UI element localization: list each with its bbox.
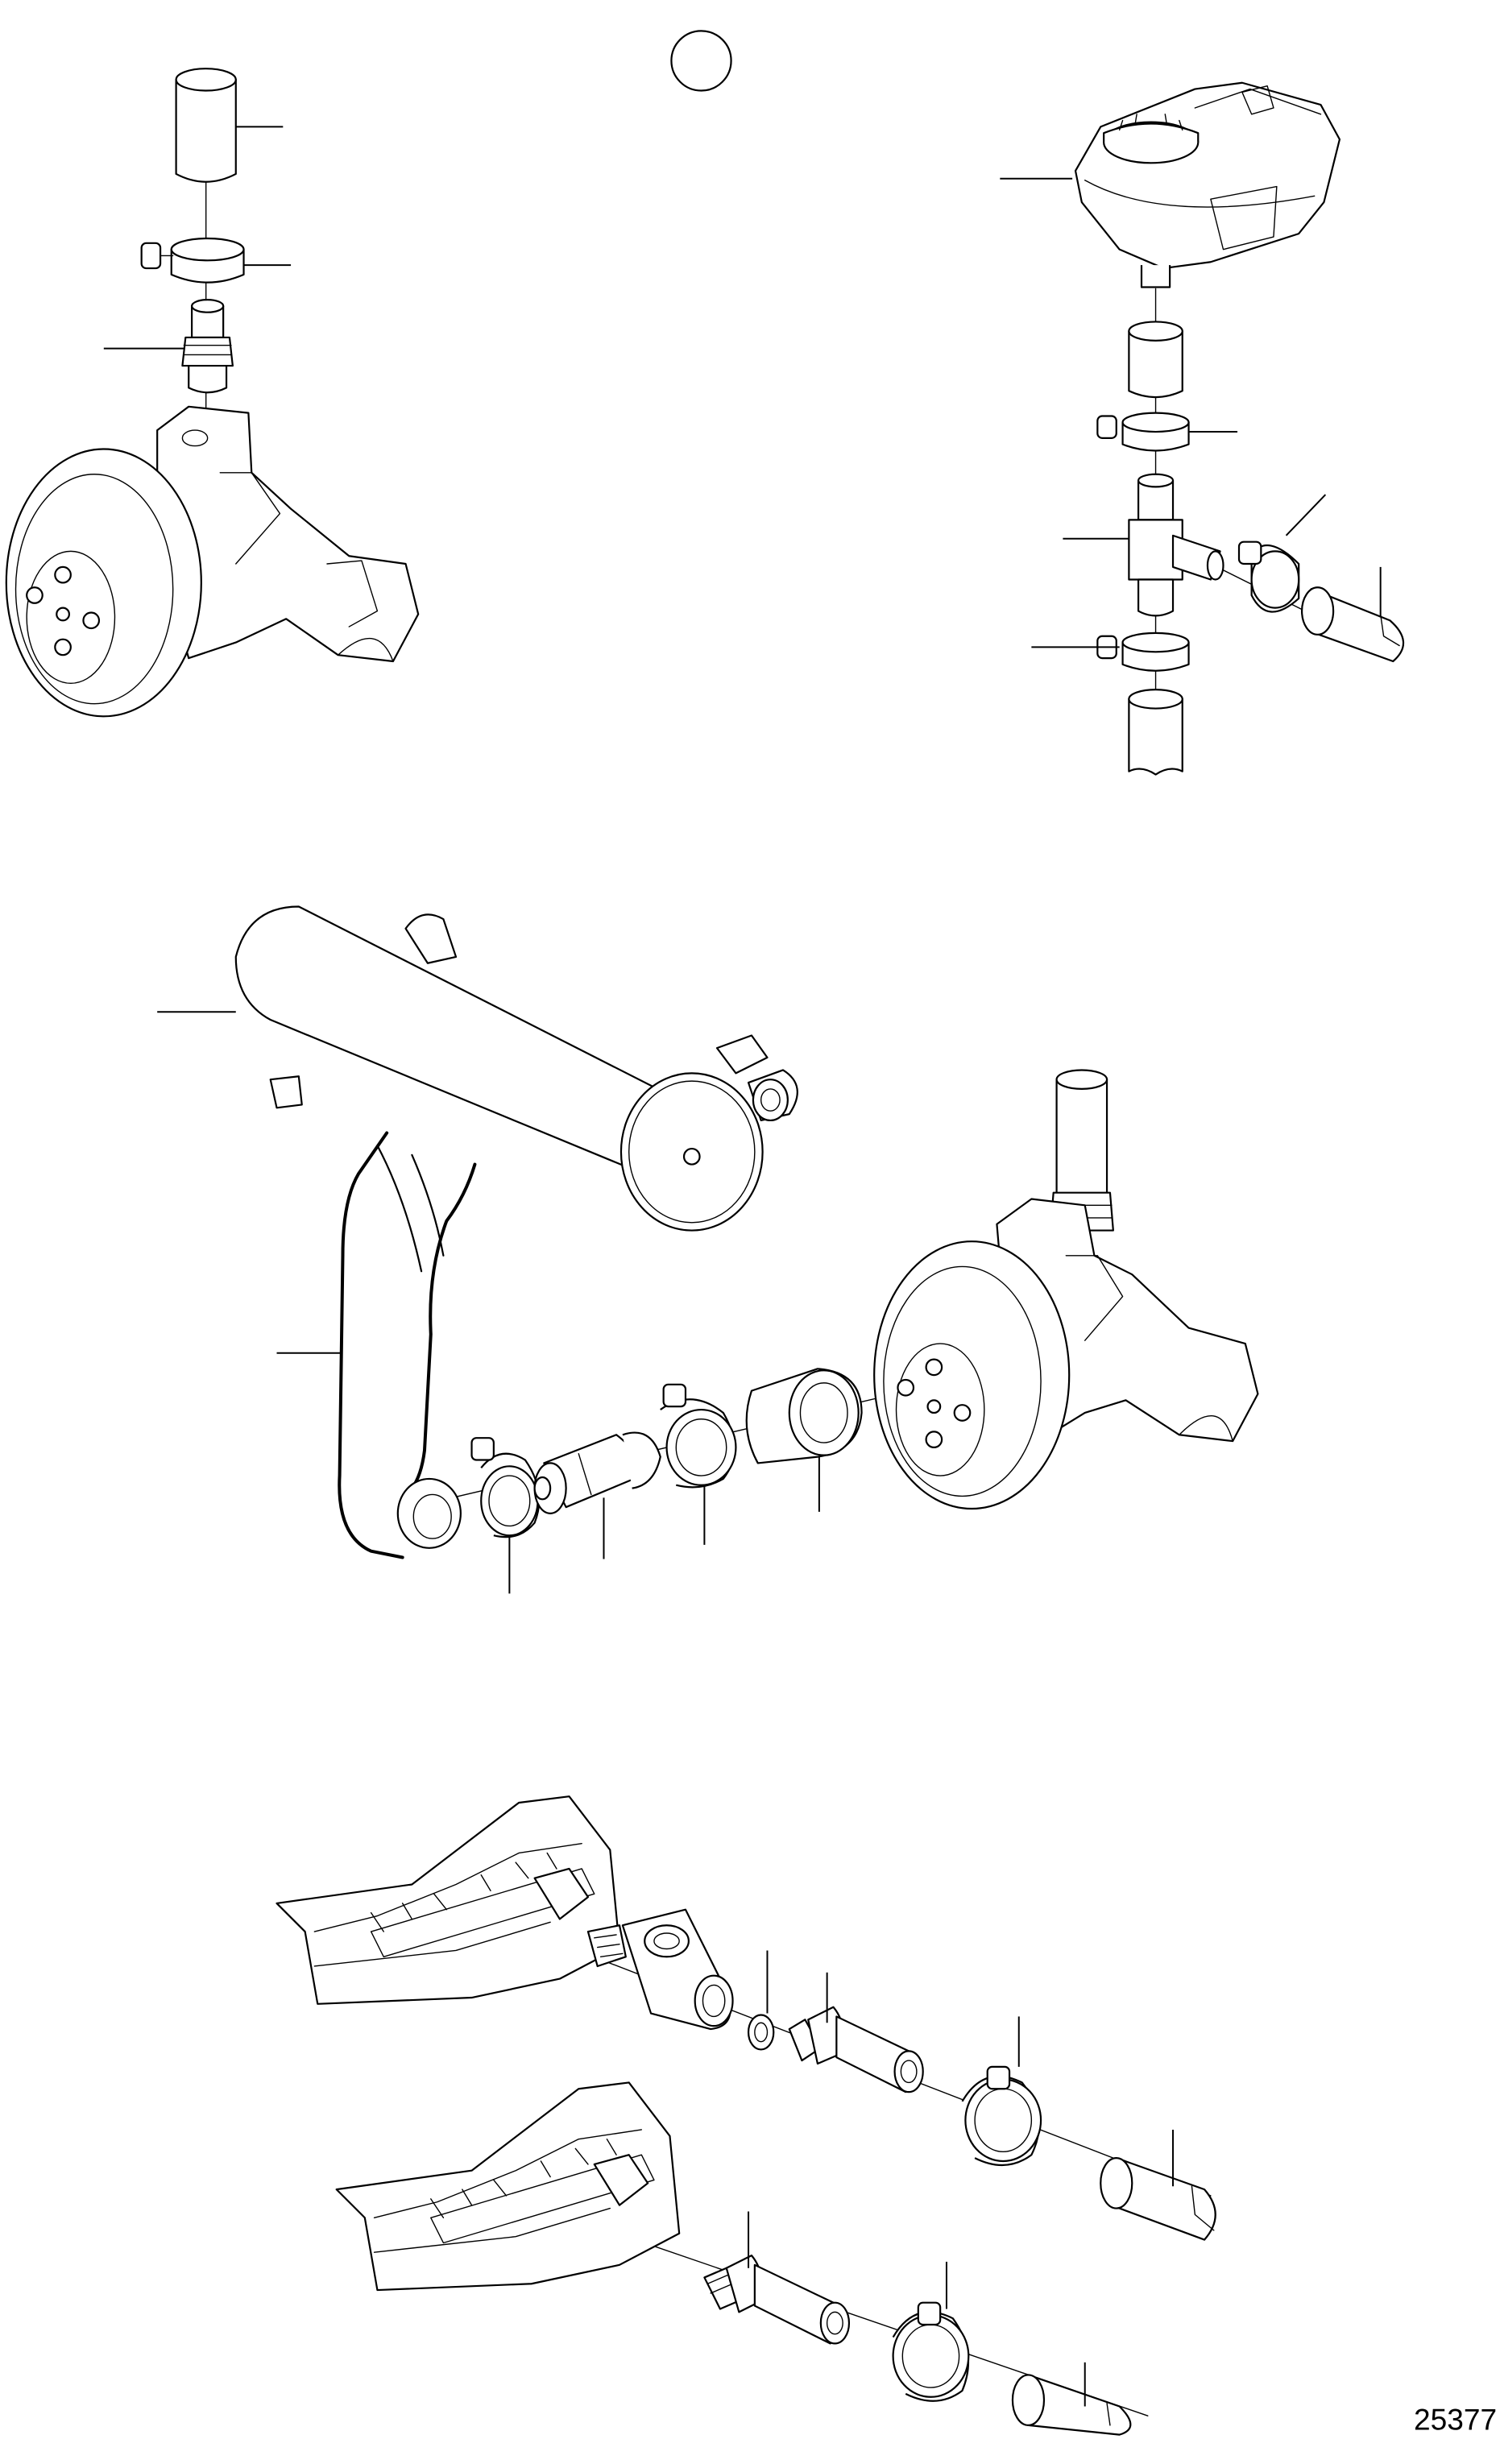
hose-clamp: [1239, 542, 1299, 612]
nipple: [789, 2007, 923, 2092]
bent-pipe: [339, 1133, 474, 1558]
hose-clamp: [1097, 413, 1188, 451]
group-bottom: [277, 1796, 1216, 2434]
heat-exchanger: [236, 906, 798, 1230]
hose-clamp: [893, 2303, 969, 2401]
group-top-left: [6, 68, 418, 716]
nipple: [704, 2255, 849, 2343]
connection-pipe: [535, 1433, 661, 1514]
tee-fitting: [588, 1910, 733, 2029]
group-middle: [157, 906, 1258, 1593]
hose-clamp: [142, 238, 244, 283]
hose-nipple: [182, 300, 232, 392]
hose-clamp: [472, 1438, 540, 1537]
coolant-hose: [1100, 2158, 1215, 2239]
rubber-sleeve: [747, 1369, 862, 1463]
coolant-hose: [1302, 587, 1403, 661]
sealing-washer: [748, 2015, 773, 2049]
coolant-hose: [176, 68, 236, 182]
hose-clamp: [661, 1385, 736, 1488]
engine-block: [337, 2082, 679, 2290]
figure-number: 25377: [1414, 2403, 1497, 2437]
hose-clamp: [1097, 633, 1188, 671]
hose-sleeve: [1129, 690, 1182, 774]
tee-connector: [1129, 474, 1223, 616]
engine-block: [277, 1796, 619, 2004]
group-top-right: [1000, 83, 1403, 775]
hose-sleeve: [1129, 321, 1182, 397]
coolant-pump: [6, 407, 418, 717]
expansion-tank: [1075, 83, 1340, 288]
view-indicator-circle: [671, 31, 731, 90]
coolant-hose: [1013, 2375, 1130, 2434]
hose-clamp: [962, 2067, 1041, 2165]
coolant-pump: [874, 1070, 1258, 1509]
